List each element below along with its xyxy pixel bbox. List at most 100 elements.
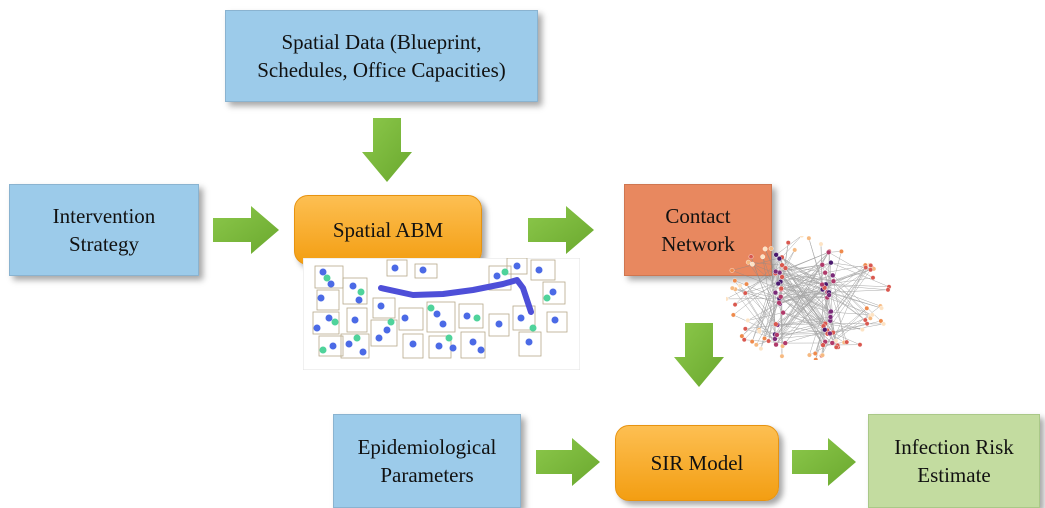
network-node: [782, 340, 788, 346]
network-node: [844, 339, 850, 345]
network-node: [879, 305, 884, 311]
network-node: [729, 267, 735, 273]
network-node: [779, 262, 785, 268]
network-node: [869, 312, 875, 318]
infection-risk-estimate-label: Infection Risk Estimate: [894, 435, 1014, 487]
network-node: [870, 275, 876, 281]
network-node: [758, 346, 764, 352]
network-node: [863, 265, 869, 270]
network-node: [749, 339, 755, 344]
network-node: [818, 241, 824, 247]
network-node: [773, 321, 779, 327]
network-node: [742, 290, 748, 296]
contact-network-box: Contact Network: [624, 184, 772, 276]
network-node: [881, 321, 887, 327]
network-node: [774, 332, 780, 338]
network-node: [745, 259, 751, 265]
network-node: [776, 300, 782, 306]
network-node: [732, 302, 738, 308]
network-node: [820, 352, 825, 358]
arrow-right-sir: [792, 438, 856, 486]
network-node: [778, 294, 784, 300]
agent-dots: [313, 262, 559, 356]
intervention-strategy-label: Intervention Strategy: [52, 204, 156, 256]
network-node: [749, 261, 755, 267]
network-node: [822, 270, 828, 276]
network-node: [819, 281, 825, 288]
network-node: [862, 317, 868, 323]
network-node: [782, 265, 789, 271]
network-node: [827, 330, 833, 337]
arrow-down-spatial-data: [362, 118, 412, 182]
network-node: [773, 342, 779, 348]
network-node: [744, 281, 749, 287]
network-node: [726, 296, 729, 302]
network-node: [768, 246, 774, 251]
network-node: [739, 333, 745, 339]
arrow-down-contact-network: [674, 323, 724, 387]
floorplan-simulation-image: [303, 258, 580, 370]
intervention-strategy-box: Intervention Strategy: [9, 184, 199, 276]
network-node: [775, 281, 781, 287]
spatial-abm-box: Spatial ABM: [294, 195, 482, 265]
network-node: [799, 236, 805, 239]
network-node: [829, 340, 835, 346]
infection-risk-estimate-box: Infection Risk Estimate: [868, 414, 1040, 508]
network-node: [762, 335, 767, 341]
network-node: [772, 290, 779, 296]
spatial-data-box: Spatial Data (Blueprint, Schedules, Offi…: [225, 10, 538, 102]
network-node: [828, 308, 834, 315]
floorplan-rooms: [312, 258, 568, 359]
network-node: [748, 254, 754, 260]
network-node: [822, 327, 828, 333]
network-node: [827, 314, 834, 320]
network-node: [756, 329, 762, 334]
network-node: [729, 285, 735, 291]
network-node: [826, 249, 832, 255]
network-node: [830, 272, 836, 278]
network-node: [732, 278, 738, 284]
network-node: [819, 262, 825, 268]
network-node: [753, 342, 759, 348]
network-node: [826, 292, 832, 298]
sir-model-label: SIR Model: [650, 451, 744, 475]
network-node: [839, 249, 844, 254]
network-node: [778, 285, 784, 292]
network-node: [878, 318, 884, 324]
sir-model-box: SIR Model: [615, 425, 779, 501]
epidemiological-parameters-label: Epidemiological Parameters: [357, 435, 497, 487]
network-node: [773, 252, 779, 258]
corridor-path: [378, 277, 534, 315]
network-node: [813, 357, 819, 360]
network-node: [885, 287, 891, 293]
contact-network-label: Contact Network: [661, 204, 735, 256]
network-node: [833, 344, 839, 350]
network-node: [742, 326, 748, 332]
infected-agent-dots: [319, 268, 551, 354]
network-node: [857, 342, 863, 348]
network-node: [730, 312, 736, 318]
network-nodes: [726, 236, 892, 360]
network-node: [864, 305, 870, 311]
network-node: [868, 263, 874, 268]
spatial-data-label: Spatial Data (Blueprint, Schedules, Offi…: [257, 30, 506, 82]
spatial-abm-label: Spatial ABM: [332, 218, 444, 242]
network-node: [766, 338, 771, 344]
network-node: [812, 351, 818, 356]
network-node: [779, 353, 785, 359]
network-node: [741, 337, 747, 343]
network-node: [828, 260, 834, 266]
network-node: [868, 267, 873, 273]
network-node: [806, 236, 812, 241]
arrow-right-intervention: [213, 206, 279, 254]
epidemiological-parameters-box: Epidemiological Parameters: [333, 414, 521, 508]
network-node: [830, 278, 837, 284]
network-node: [792, 247, 798, 253]
network-node: [745, 318, 751, 323]
network-node: [760, 254, 766, 260]
network-node: [860, 327, 865, 332]
network-node: [785, 240, 791, 246]
network-node: [773, 268, 779, 275]
network-node: [779, 274, 785, 280]
network-node: [776, 256, 783, 262]
